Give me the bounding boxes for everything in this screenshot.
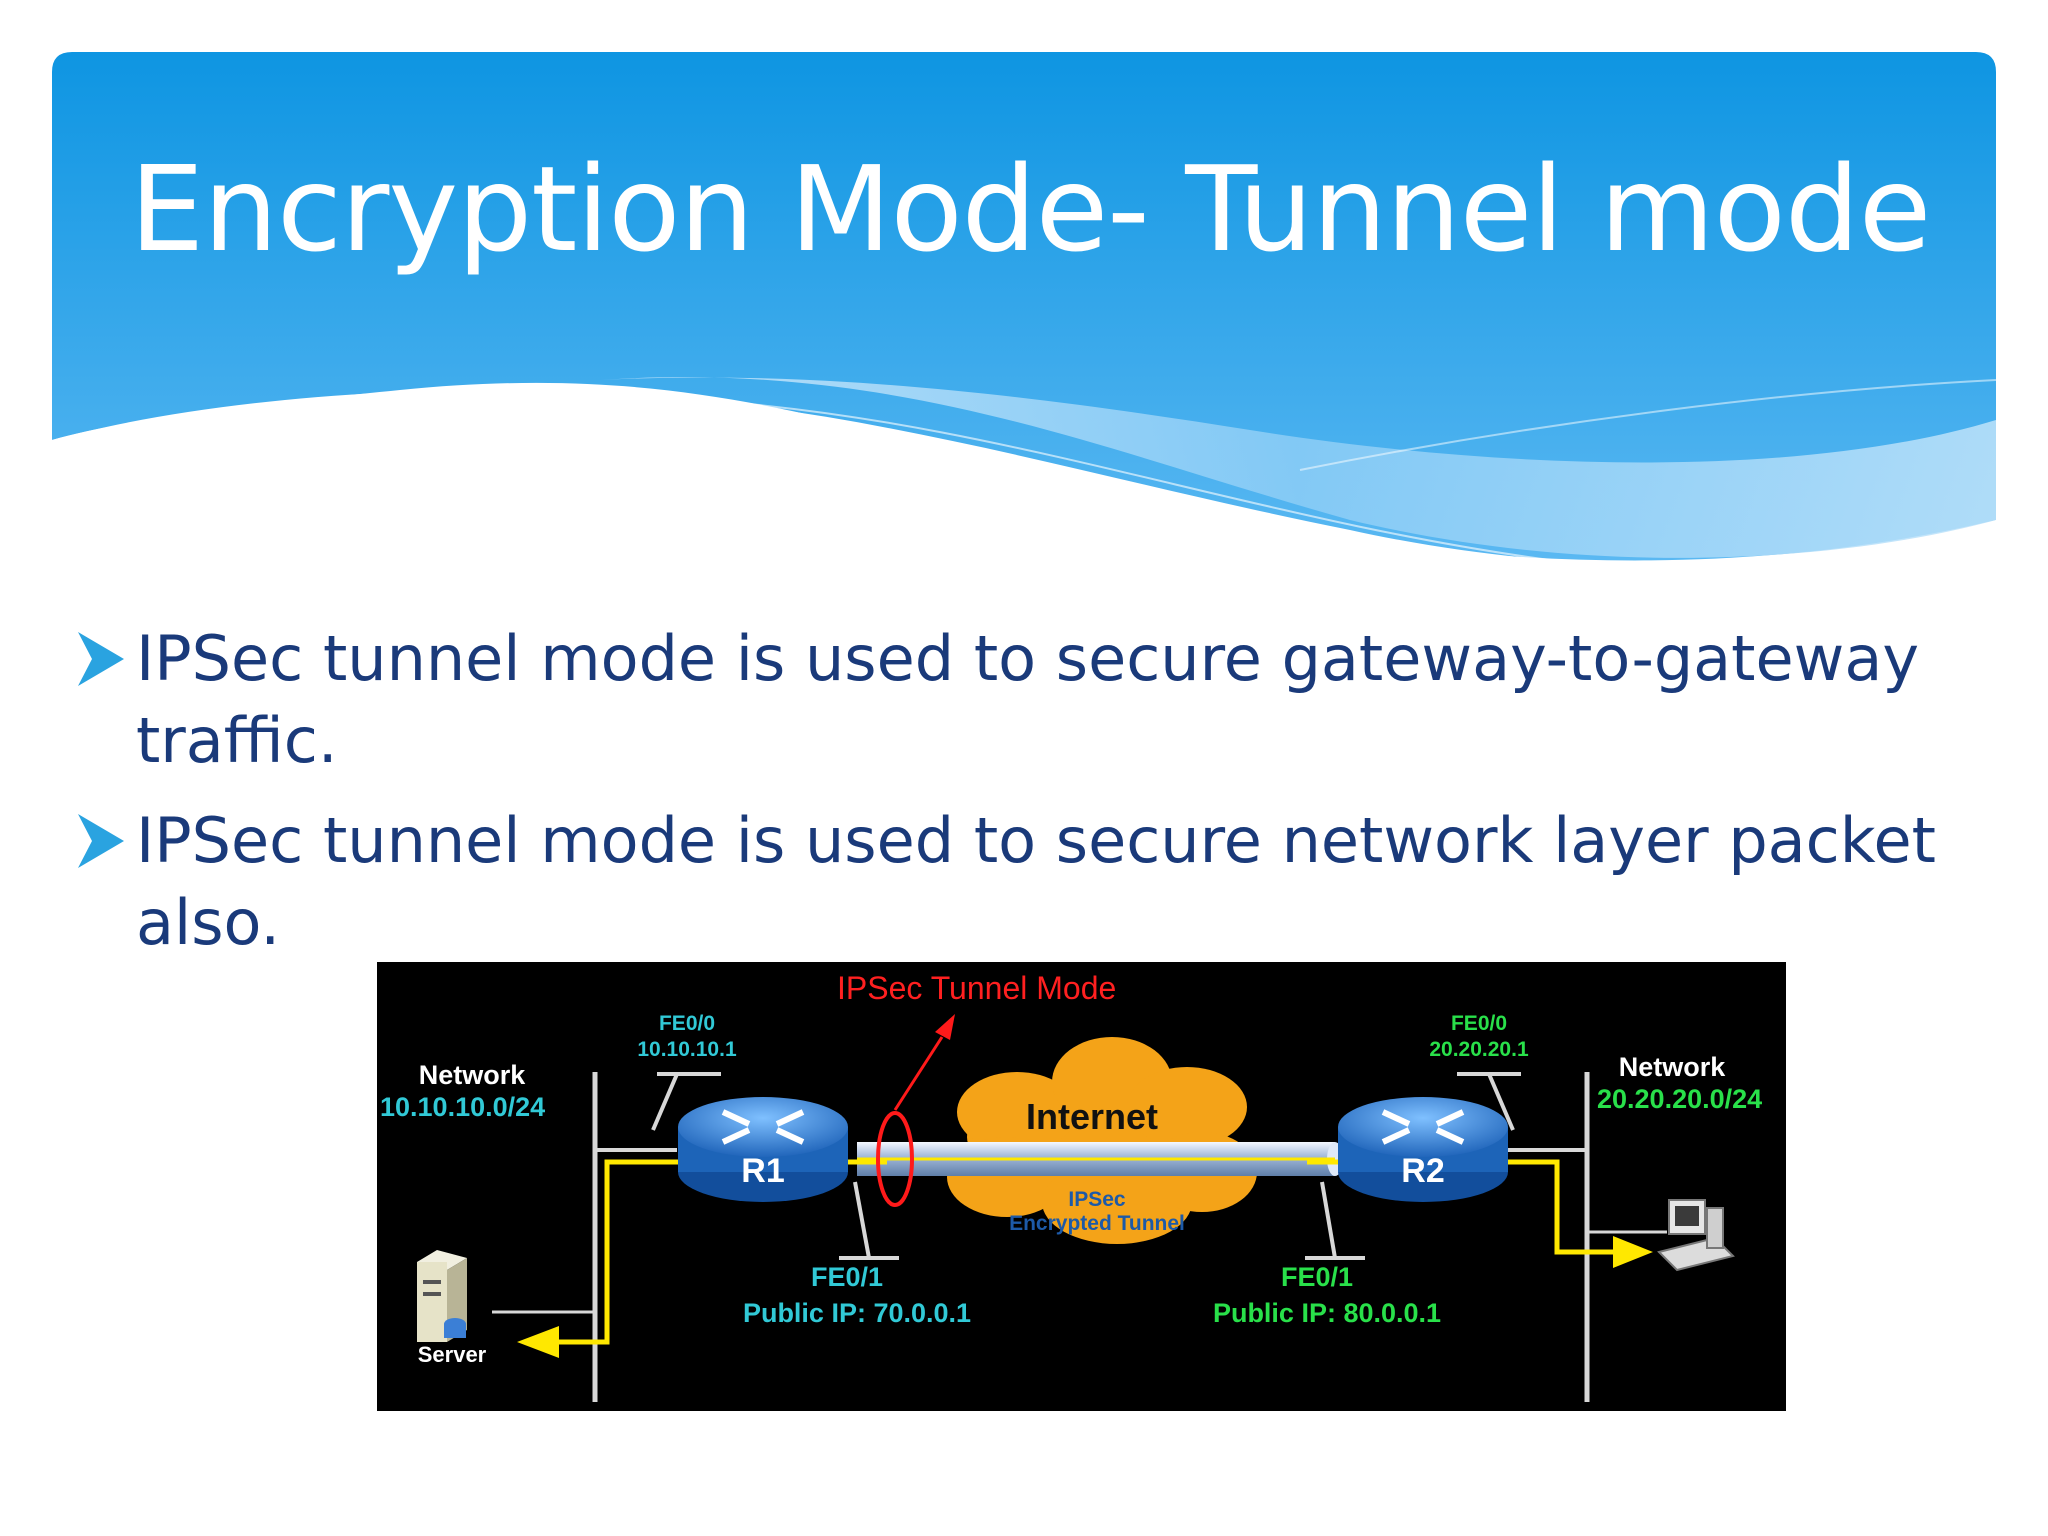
- r2-fe00-ip: 20.20.20.1: [1429, 1038, 1529, 1061]
- internet-label: Internet: [1025, 1096, 1158, 1137]
- right-network-label: Network: [1618, 1052, 1726, 1082]
- r1-fe00-label: FE0/0: [658, 1012, 716, 1035]
- header-wave-background: [52, 52, 1997, 600]
- router-r1-icon: [678, 1097, 848, 1202]
- router-r2-label: R2: [1401, 1152, 1445, 1190]
- r1-fe00-ip: 10.10.10.1: [637, 1038, 737, 1061]
- router-r1-label: R1: [741, 1152, 785, 1190]
- workstation-icon: [1657, 1199, 1735, 1272]
- server-icon: [417, 1250, 467, 1342]
- tunnel-label-line1: IPSec: [1068, 1188, 1126, 1211]
- bullet-text-line: traffic.: [136, 704, 338, 777]
- server-label: Server: [417, 1342, 487, 1367]
- router-r2-icon: [1338, 1097, 1508, 1202]
- left-network-subnet: 10.10.10.0/24: [380, 1092, 546, 1122]
- ipsec-tunnel-diagram: IPSec Tunnel Mode Network 10.10.10.0/24 …: [377, 962, 1786, 1411]
- r1-public-ip: Public IP: 70.0.0.1: [742, 1298, 972, 1328]
- bullet-item: IPSec tunnel mode is used to secure gate…: [78, 618, 2018, 782]
- left-network-label: Network: [418, 1060, 526, 1090]
- r1-fe01-label: FE0/1: [810, 1262, 884, 1292]
- bullet-list: IPSec tunnel mode is used to secure gate…: [78, 618, 2018, 982]
- bullet-text-line: IPSec tunnel mode is used to secure gate…: [136, 622, 1920, 695]
- diagram-title: IPSec Tunnel Mode: [837, 970, 1117, 1006]
- network-topology-graphic: [417, 1014, 1735, 1402]
- r2-public-ip: Public IP: 80.0.0.1: [1212, 1298, 1442, 1328]
- right-network-subnet: 20.20.20.0/24: [1597, 1084, 1763, 1114]
- bullet-item: IPSec tunnel mode is used to secure netw…: [78, 800, 2018, 964]
- r2-fe01-label: FE0/1: [1280, 1262, 1354, 1292]
- tunnel-label-line2: Encrypted Tunnel: [1009, 1212, 1185, 1235]
- slide-title: Encryption Mode- Tunnel mode: [129, 140, 1932, 278]
- arrowhead-bullet-icon: [78, 632, 124, 686]
- r2-fe00-label: FE0/0: [1450, 1012, 1508, 1035]
- bullet-text-line: IPSec tunnel mode is used to secure netw…: [136, 804, 1936, 959]
- arrowhead-bullet-icon: [78, 814, 124, 868]
